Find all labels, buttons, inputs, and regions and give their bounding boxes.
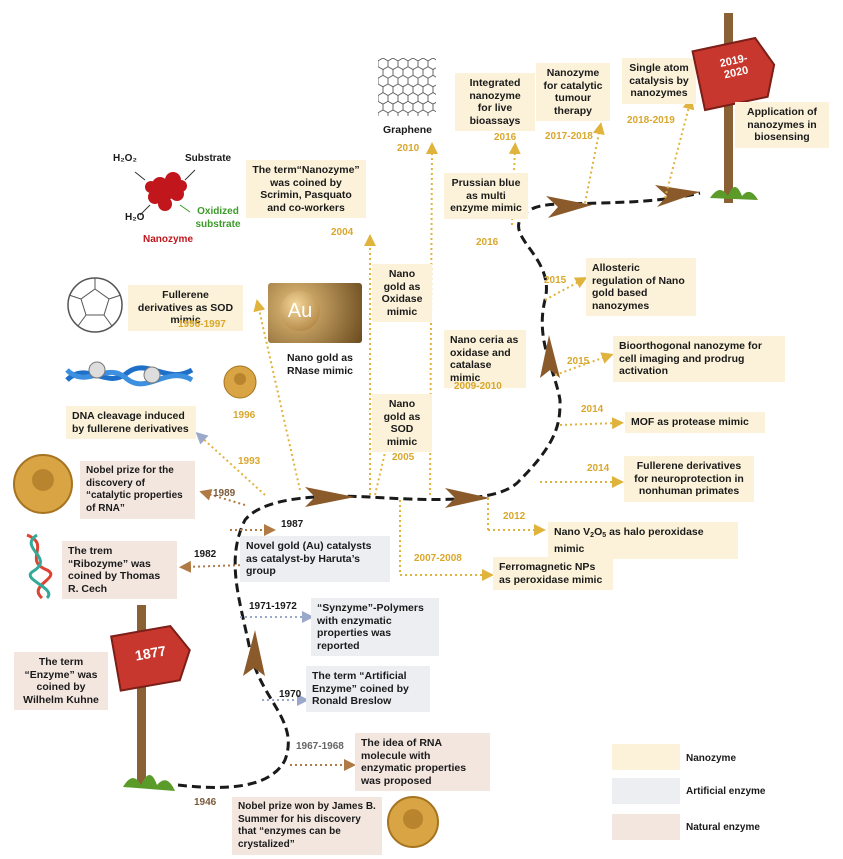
road-arrow-3 [445,488,490,508]
nanozyme-cluster [115,150,245,245]
label-h2o: H₂O [125,212,145,223]
year-2010: 2010 [397,143,420,154]
gold-nanoparticle-image: Au [268,283,362,343]
legend-swatch-artificial [612,778,680,804]
signpost-1877: 1877 [105,605,195,795]
v2o5-sub1: 2 [590,532,595,539]
event-2015a: Bioorthogonal nanozyme for cell imaging … [613,336,785,382]
event-1877: The term “Enzyme” was coined by Wilhelm … [14,652,108,710]
event-2014b: MOF as protease mimic [625,412,765,433]
year-1987: 1987 [281,519,304,530]
label-h2o2: H₂O₂ [113,153,137,164]
year-2017: 2017-2018 [545,131,593,142]
year-2015b: 2015 [544,275,567,286]
road-arrow-1 [243,630,265,676]
fullerene-molecule [65,275,125,340]
year-1996: 1996 [233,410,256,421]
rna-strand [17,530,62,605]
legend-swatch-nanozyme [612,744,680,770]
event-2019: Application of nanozymes in biosensing [735,102,829,148]
nobel-medal-1989 [12,453,74,520]
dna-helix-icon [65,361,194,387]
rna-strand-icon [26,533,53,600]
year-2015a: 2015 [567,356,590,367]
year-1989: 1989 [213,488,236,499]
legend-swatch-natural [612,814,680,840]
event-2018: Single atom catalysis by nanozymes [622,58,696,104]
year-2009: 2009-2010 [454,381,502,392]
v2o5-prefix: Nano V [554,526,591,538]
event-2016b: Integrated nanozyme for live bioassays [455,73,535,131]
nanozyme-cluster-icon [134,169,196,216]
nobel-medal-1946 [386,795,440,854]
label-nanozyme: Nanozyme [143,234,194,245]
year-2018: 2018-2019 [627,115,675,126]
nobel-medal-1989-icon [13,454,73,514]
legend-natural: Natural enzyme [686,822,760,833]
road-arrow-5 [546,196,592,218]
year-2004: 2004 [331,227,354,238]
v2o5-sub2: 5 [602,532,607,539]
event-1996: Nano gold as RNase mimic [287,352,353,377]
dna-helix [62,355,197,400]
event-2014a: Fullerene derivatives for neuroprotectio… [624,456,754,502]
au-label: Au [280,291,320,331]
year-1971: 1971-1972 [249,601,297,612]
nobel-medal-1996 [223,365,257,404]
label-oxidized-substrate: Oxidized substrate [195,206,241,230]
year-1982: 1982 [194,549,217,560]
event-2005: Nano gold as SOD mimic [372,394,432,452]
event-1982: The trem “Ribozyme” was coined by Thomas… [62,541,177,599]
year-1993: 1993 [238,456,261,467]
year-1996b: 1996-1997 [178,319,226,330]
event-1970: The term “Artificial Enzyme” coined by R… [306,666,430,712]
year-1967: 1967-1968 [296,741,344,752]
event-2007: Ferromagnetic NPs as peroxidase mimic [493,557,613,590]
year-2016a: 2016 [476,237,499,248]
event-1967: The idea of RNA molecule with enzymatic … [355,733,490,791]
legend-artificial: Artificial enzyme [686,786,766,797]
event-2004b: Nano gold as Oxidase mimic [372,264,432,322]
year-2014a: 2014 [587,463,610,474]
graphene-icon [378,58,436,116]
event-2017: Nanozyme for catalytic tumour therapy [536,63,610,121]
year-2007: 2007-2008 [414,553,462,564]
event-2016a: Prussian blue as multi enzyme mimic [444,173,528,219]
year-2014b: 2014 [581,404,604,415]
signpost-2019: 2019- 2020 [690,8,780,208]
event-1946: Nobel prize won by James B. Summer for h… [232,797,382,855]
legend-nanozyme: Nanozyme [686,753,737,764]
event-1993: DNA cleavage induced by fullerene deriva… [66,406,196,439]
year-2016b: 2016 [494,132,517,143]
event-2010: Graphene [383,124,433,136]
v2o5-suffix: as halo peroxidase mimic [554,526,704,555]
event-2012: Nano V2O5 as halo peroxidase mimic [548,522,738,559]
event-2004: The term“Nanozyme” was coined by Scrimin… [246,160,366,218]
graphene-sheet [378,58,436,121]
v2o5-o: O [594,526,603,538]
road-arrow-6 [655,185,700,207]
signpost-1877-icon [110,605,191,791]
year-1946: 1946 [194,797,217,808]
event-1996b: Fullerene derivatives as SOD mimic [128,285,243,331]
nobel-medal-1946-icon [387,796,439,848]
label-substrate: Substrate [185,153,232,164]
road-arrow-2 [305,487,355,507]
event-2009: Nano ceria as oxidase and catalase mimic [444,330,526,388]
event-1987: Novel gold (Au) catalysts as catalyst-by… [240,536,390,582]
year-2005: 2005 [392,452,415,463]
year-2012: 2012 [503,511,526,522]
road-arrow-4 [540,335,560,378]
event-2015b: Allosteric regulation of Nano gold based… [586,258,696,316]
event-1971: “Synzyme”-Polymers with enzymatic proper… [311,598,439,656]
year-1970: 1970 [279,689,302,700]
event-1989: Nobel prize for the discovery of “cataly… [80,461,195,519]
fullerene-icon [67,277,123,333]
nobel-medal-icon [223,365,257,399]
signpost-2019-icon [691,13,776,203]
